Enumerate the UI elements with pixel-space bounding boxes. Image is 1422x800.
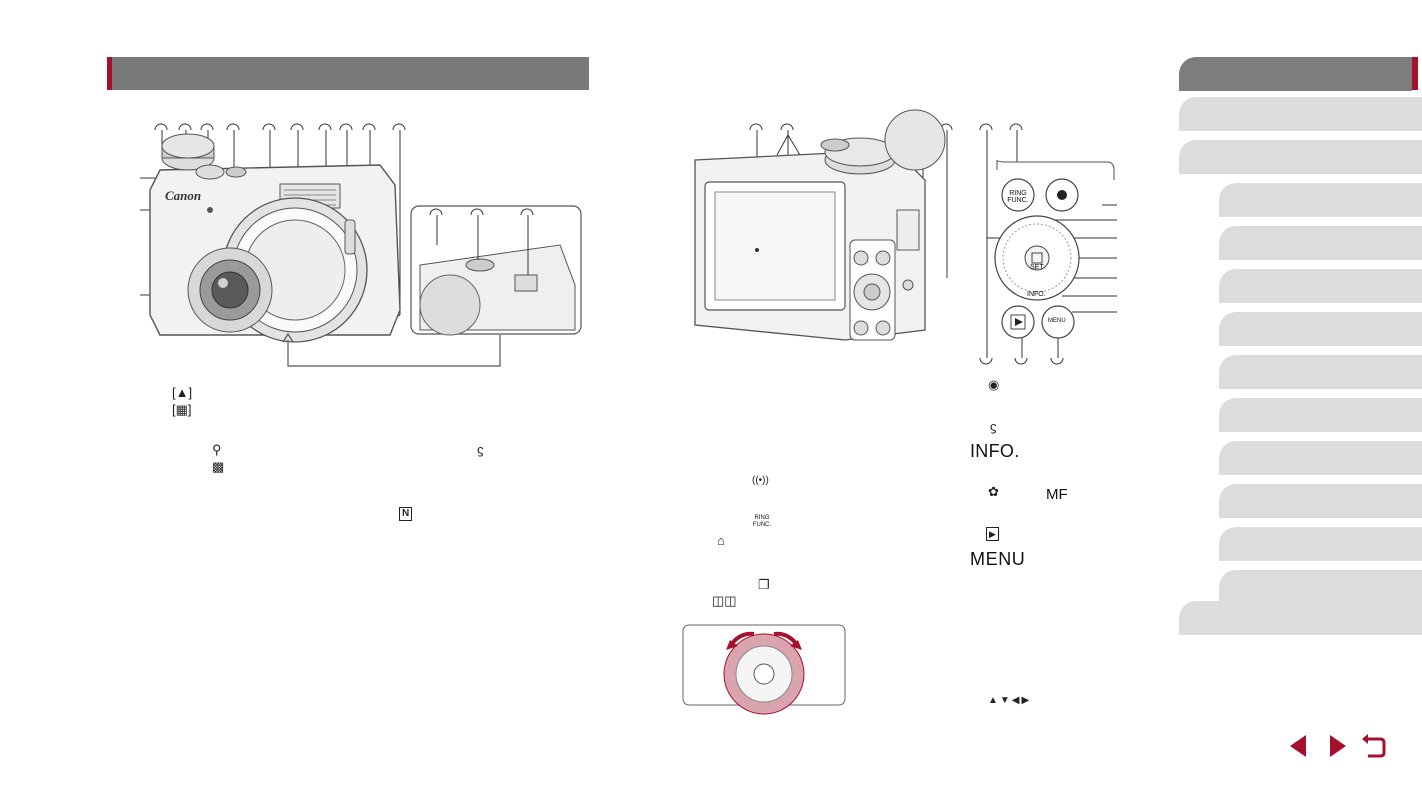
macro-icon: ✿ [988, 484, 999, 499]
ring-func-icon: RING FUNC. [752, 515, 772, 528]
sidebar-tab-13[interactable] [1219, 570, 1422, 604]
flash-icon: ϛ [477, 442, 484, 457]
menu-button-label: MENU [1048, 318, 1066, 324]
sidebar-tab-8[interactable] [1219, 355, 1422, 389]
nfc-mark-icon: N [399, 507, 413, 521]
return-button[interactable] [1360, 733, 1386, 759]
mf-icon: MF [1046, 486, 1068, 503]
svg-text:Canon: Canon [165, 188, 201, 203]
trash-icon: ⌂ [717, 533, 725, 548]
menu-icon: MENU [970, 549, 1026, 569]
sidebar-tab-1[interactable] [1179, 57, 1412, 91]
sidebar-tab-5[interactable] [1219, 226, 1422, 260]
camera-front-figure: Canon [140, 123, 406, 343]
wifi-icon: ((•)) [752, 475, 769, 486]
flash-icon: ϛ [990, 419, 997, 434]
sidebar-tab-7[interactable] [1219, 312, 1422, 346]
wide-icon: [▦] [172, 402, 192, 417]
magnify-icon: ⚲ [212, 442, 222, 457]
sidebar-tab-10[interactable] [1219, 441, 1422, 475]
index-icon: ▩ [212, 459, 225, 474]
sidebar-tab-3[interactable] [1179, 140, 1422, 174]
sidebar-tab-9[interactable] [1219, 398, 1422, 432]
arrows-icon: ▲▼◀▶ [988, 695, 1032, 706]
tele-icon: [▲] [172, 385, 193, 400]
sidebar-tab-14[interactable] [1179, 601, 1422, 635]
sidebar-tab-4[interactable] [1219, 183, 1422, 217]
scene-icon: ◫◫ [712, 593, 737, 608]
camera-top-inset [410, 205, 582, 336]
arrow-right-icon [1330, 735, 1346, 757]
func-set-icon: ◉ [988, 377, 1000, 392]
sidebar-tab-2[interactable] [1179, 97, 1422, 131]
continuous-icon: ❐ [758, 577, 770, 592]
dial-rotation-figure [682, 624, 846, 715]
ring-func-button-label: RING FUNC. [1007, 190, 1029, 204]
next-page-button[interactable] [1324, 733, 1350, 759]
inset-bracket [282, 332, 501, 367]
section-title-bar [107, 57, 589, 90]
return-icon [1364, 737, 1386, 758]
info-icon: INFO. [970, 441, 1020, 461]
set-button-label: SET [1030, 264, 1044, 271]
camera-back-figure [694, 109, 953, 341]
sidebar-tab-11[interactable] [1219, 484, 1422, 518]
sidebar-tab-6[interactable] [1219, 269, 1422, 303]
info-button-label: INFO. [1027, 291, 1046, 298]
previous-page-button[interactable] [1286, 733, 1312, 759]
arrow-left-icon [1290, 735, 1306, 757]
sidebar-tab-12[interactable] [1219, 527, 1422, 561]
control-dial-detail [979, 123, 1117, 365]
sidebar-active-marker [1412, 57, 1418, 90]
playback-icon: ▶ [986, 527, 999, 541]
